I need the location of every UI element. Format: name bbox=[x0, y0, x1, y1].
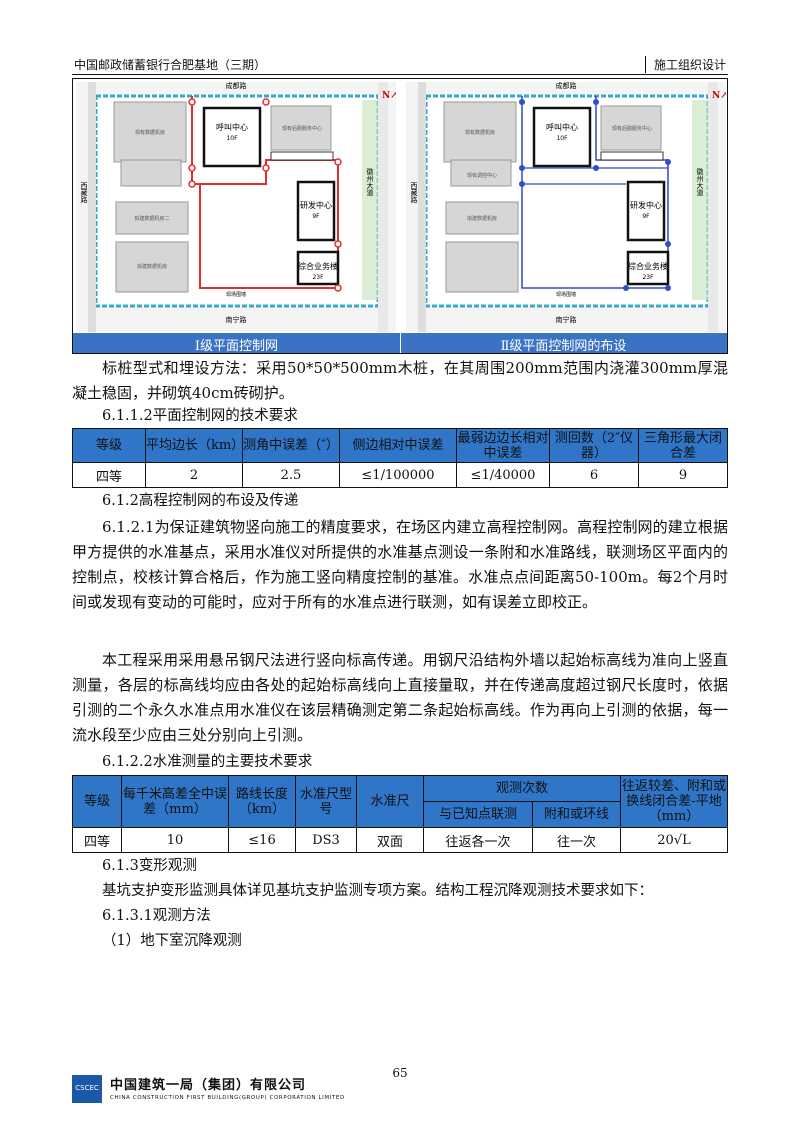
t1-h-side: 侧边相对中误差 bbox=[339, 428, 457, 463]
bldg-call-label: 呼叫中心 bbox=[216, 122, 248, 132]
heading-6131: 6.1.3.1观测方法 bbox=[102, 908, 211, 924]
site-plan-right: 呼叫中心 10F 研发中心 9F 综合业务楼 23F 现有数据机房 现有后勤服务… bbox=[406, 82, 726, 332]
t2-cell: 四等 bbox=[72, 827, 122, 853]
t1-h-angle: 测角中误差（″） bbox=[242, 428, 340, 463]
paragraph-613: 基坑支护变形监测具体详见基坑支护监测专项方案。结构工程沉降观测技术要求如下： bbox=[102, 883, 653, 899]
bldg-rd-floor-r: 9F bbox=[642, 213, 650, 220]
existing-4: 拟建数据机房二 bbox=[134, 215, 169, 222]
table-plane-control: 等级 平均边长（km） 测角中误差（″） 侧边相对中误差 最弱边边长相对中误差 … bbox=[72, 428, 728, 488]
t2-cell: 20√L bbox=[620, 827, 728, 853]
bldg-rd-floor: 9F bbox=[312, 213, 320, 220]
heading-61122: 6.1.2.2水准测量的主要技术要求 bbox=[102, 754, 313, 770]
caption-level1: Ⅰ级平面控制网 bbox=[194, 339, 279, 354]
header-title: 中国邮政储蓄银行合肥基地（三期） bbox=[74, 58, 267, 72]
existing-5: 拟建数据机房 bbox=[137, 263, 167, 270]
t2-h-close: 往返较差、附和或换线闭合差-平地（mm） bbox=[620, 775, 728, 828]
t2-cell: DS3 bbox=[295, 827, 357, 853]
road-left: 西藏路 bbox=[80, 182, 88, 204]
t1-cell: 9 bbox=[638, 462, 728, 488]
caption-level2: Ⅱ级平面控制网的布设 bbox=[500, 339, 627, 354]
paragraph-transfer: 本工程采用采用悬吊钢尺法进行竖向标高传递。用钢尺沿结构外墙以起始标高线为准向上竖… bbox=[72, 651, 728, 744]
header-section: 施工组织设计 bbox=[644, 56, 726, 73]
bldg-biz-floor: 23F bbox=[312, 274, 324, 281]
paragraph-markers: 标桩型式和埋设方法：采用50*50*500mm木桩，在其周围200mm范围内浇灌… bbox=[72, 359, 728, 402]
north-arrow-icon: N↗ bbox=[712, 91, 726, 101]
north-arrow-icon: N↗ bbox=[382, 91, 396, 101]
t1-h-weak: 最弱边边长相对中误差 bbox=[456, 428, 550, 463]
t2-h-loop: 附和或环线 bbox=[532, 801, 621, 828]
existing-2-r: 现有后勤服务中心 bbox=[612, 125, 652, 132]
t1-h-edge: 平均边长（km） bbox=[145, 428, 244, 463]
page-header: 中国邮政储蓄银行合肥基地（三期） 施工组织设计 bbox=[72, 54, 728, 75]
control-network-figures: 呼叫中心 10F 研发中心 9F 综合业务楼 23F 现有数据机房 现有后勤服务… bbox=[72, 78, 728, 354]
heading-61112: 6.1.1.2平面控制网的技术要求 bbox=[102, 408, 298, 424]
heading-sub1: （1）地下室沉降观测 bbox=[102, 933, 242, 949]
t2-h-inst: 水准尺型号 bbox=[295, 775, 357, 828]
bldg-biz-floor-r: 23F bbox=[642, 274, 654, 281]
road-top-r: 成都路 bbox=[556, 82, 577, 90]
t2-h-err: 每千米高差全中误差（mm） bbox=[121, 775, 229, 828]
road-top: 成都路 bbox=[226, 82, 247, 90]
t2-cell: 双面 bbox=[356, 827, 424, 853]
figure-level2-network: 呼叫中心 10F 研发中心 9F 综合业务楼 23F 现有数据机房 现有后勤服务… bbox=[406, 82, 726, 332]
t2-cell: ≤16 bbox=[228, 827, 296, 853]
heading-612: 6.1.2高程控制网的布设及传递 bbox=[102, 493, 299, 509]
wall-label-r: 现场围墙 bbox=[556, 291, 576, 298]
heading-613: 6.1.3变形观测 bbox=[102, 858, 197, 874]
paragraph-6121: 6.1.2.1为保证建筑物竖向施工的精度要求，在场区内建立高程控制网。高程控制网… bbox=[72, 518, 728, 611]
t2-h-grade: 等级 bbox=[72, 775, 122, 828]
t1-cell: 2 bbox=[145, 462, 243, 488]
table-row: 四等 2 2.5 ≤1/100000 ≤1/40000 6 9 bbox=[72, 462, 728, 488]
t2-h-rod: 水准尺 bbox=[356, 775, 424, 828]
t1-h-closure: 三角形最大闭合差 bbox=[638, 428, 728, 463]
bldg-call-floor-r: 10F bbox=[556, 135, 568, 142]
company-name-en: CHINA CONSTRUCTION FIRST BUILDING(GROUP)… bbox=[110, 1095, 345, 1101]
company-name-cn: 中国建筑一局（集团）有限公司 bbox=[110, 1078, 307, 1093]
t2-h-obs: 观测次数 bbox=[423, 775, 621, 802]
page-number: 65 bbox=[392, 1066, 408, 1080]
road-bottom-r: 南宁路 bbox=[556, 315, 577, 324]
bldg-call-label-r: 呼叫中心 bbox=[546, 122, 578, 132]
table-row: 四等 10 ≤16 DS3 双面 往返各一次 往一次 20√L bbox=[72, 827, 728, 853]
figure-captions: Ⅰ级平面控制网 Ⅱ级平面控制网的布设 bbox=[73, 333, 727, 354]
t1-h-rounds: 测回数（2″仪器） bbox=[549, 428, 639, 463]
site-plan-left: 呼叫中心 10F 研发中心 9F 综合业务楼 23F 现有数据机房 现有后勤服务… bbox=[76, 82, 396, 332]
t1-cell: 2.5 bbox=[242, 462, 340, 488]
existing-3: 拟建数据机房 bbox=[467, 215, 497, 222]
t1-cell: 四等 bbox=[72, 462, 146, 488]
t2-h-len: 路线长度（km） bbox=[228, 775, 296, 828]
bldg-biz-label-r: 综合业务楼 bbox=[628, 261, 668, 271]
road-right-r: 徽州大道 bbox=[696, 167, 704, 197]
t2-cell: 往返各一次 bbox=[423, 827, 533, 853]
company-logo-icon: CSCEC bbox=[72, 1075, 102, 1103]
existing-1: 现有数据机房 bbox=[135, 129, 165, 136]
t2-cell: 往一次 bbox=[532, 827, 621, 853]
existing-6: 现有数据机房 bbox=[465, 129, 495, 136]
t2-h-known: 与已知点联测 bbox=[423, 801, 533, 828]
t1-cell: ≤1/100000 bbox=[339, 462, 457, 488]
page-footer: 65 CSCEC 中国建筑一局（集团）有限公司 CHINA CONSTRUCTI… bbox=[72, 1066, 728, 1116]
t1-cell: 6 bbox=[549, 462, 639, 488]
figure-level1-network: 呼叫中心 10F 研发中心 9F 综合业务楼 23F 现有数据机房 现有后勤服务… bbox=[76, 82, 396, 332]
bldg-rd-label-r: 研发中心 bbox=[630, 200, 662, 210]
road-bottom: 南宁路 bbox=[226, 315, 247, 324]
t1-cell: ≤1/40000 bbox=[456, 462, 550, 488]
t1-h-grade: 等级 bbox=[72, 428, 146, 463]
bldg-call-floor: 10F bbox=[226, 135, 238, 142]
existing-7: 现有调控中心 bbox=[467, 172, 497, 179]
wall-label: 现场围墙 bbox=[226, 291, 246, 298]
bldg-biz-label: 综合业务楼 bbox=[298, 261, 338, 271]
bldg-rd-label: 研发中心 bbox=[300, 200, 332, 210]
table-leveling: 等级 每千米高差全中误差（mm） 路线长度（km） 水准尺型号 水准尺 观测次数… bbox=[72, 775, 728, 853]
t2-cell: 10 bbox=[121, 827, 229, 853]
existing-2: 现有后勤服务中心 bbox=[282, 125, 322, 132]
road-right: 徽州大道 bbox=[366, 167, 374, 197]
road-left-r: 西藏路 bbox=[410, 182, 418, 204]
